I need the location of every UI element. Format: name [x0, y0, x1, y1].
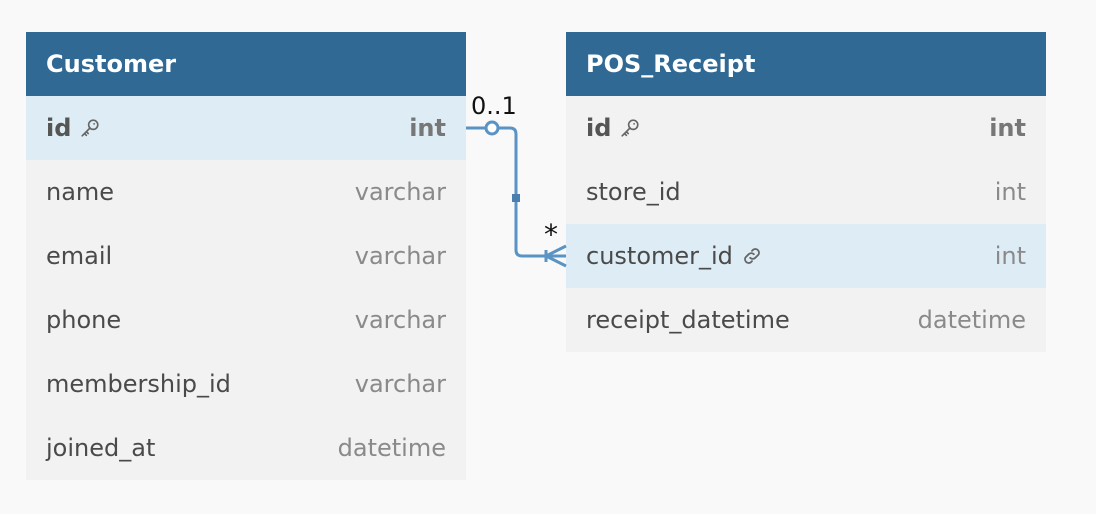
link-icon	[741, 245, 763, 267]
pos-receipt-table[interactable]: POS_Receipt id int store_id int customer…	[566, 32, 1046, 352]
table-row-customer-name[interactable]: name varchar	[26, 160, 466, 224]
table-row-customer-email[interactable]: email varchar	[26, 224, 466, 288]
table-row-customer-phone[interactable]: phone varchar	[26, 288, 466, 352]
table-row-receipt-datetime[interactable]: receipt_datetime datetime	[566, 288, 1046, 352]
field-name: id	[46, 114, 72, 142]
field-name: receipt_datetime	[586, 306, 790, 334]
table-row-receipt-id[interactable]: id int	[566, 96, 1046, 160]
field-type: datetime	[337, 434, 446, 462]
field-name: membership_id	[46, 370, 231, 398]
table-row-receipt-customer-id[interactable]: customer_id int	[566, 224, 1046, 288]
field-name: store_id	[586, 178, 681, 206]
table-row-receipt-store-id[interactable]: store_id int	[566, 160, 1046, 224]
field-type: datetime	[917, 306, 1026, 334]
field-type: varchar	[354, 306, 446, 334]
table-row-customer-joined-at[interactable]: joined_at datetime	[26, 416, 466, 480]
field-name: joined_at	[46, 434, 156, 462]
field-type: int	[994, 178, 1026, 206]
customer-table[interactable]: Customer id int name varchar email varch…	[26, 32, 466, 480]
field-name: email	[46, 242, 113, 270]
field-name: name	[46, 178, 115, 206]
table-row-customer-membership-id[interactable]: membership_id varchar	[26, 352, 466, 416]
field-type: int	[989, 114, 1026, 142]
field-name: phone	[46, 306, 122, 334]
key-icon	[619, 117, 641, 139]
zero-or-one-marker	[484, 120, 500, 136]
table-row-customer-id[interactable]: id int	[26, 96, 466, 160]
cardinality-to: *	[544, 218, 558, 251]
connector-midpoint-handle[interactable]	[512, 194, 520, 202]
field-name: id	[586, 114, 612, 142]
field-type: varchar	[354, 178, 446, 206]
field-type: varchar	[354, 370, 446, 398]
field-type: varchar	[354, 242, 446, 270]
customer-table-header[interactable]: Customer	[26, 32, 466, 96]
field-name: customer_id	[586, 242, 733, 270]
pos-receipt-table-header[interactable]: POS_Receipt	[566, 32, 1046, 96]
cardinality-from: 0..1	[471, 92, 517, 120]
field-type: int	[409, 114, 446, 142]
field-type: int	[994, 242, 1026, 270]
key-icon	[79, 117, 101, 139]
